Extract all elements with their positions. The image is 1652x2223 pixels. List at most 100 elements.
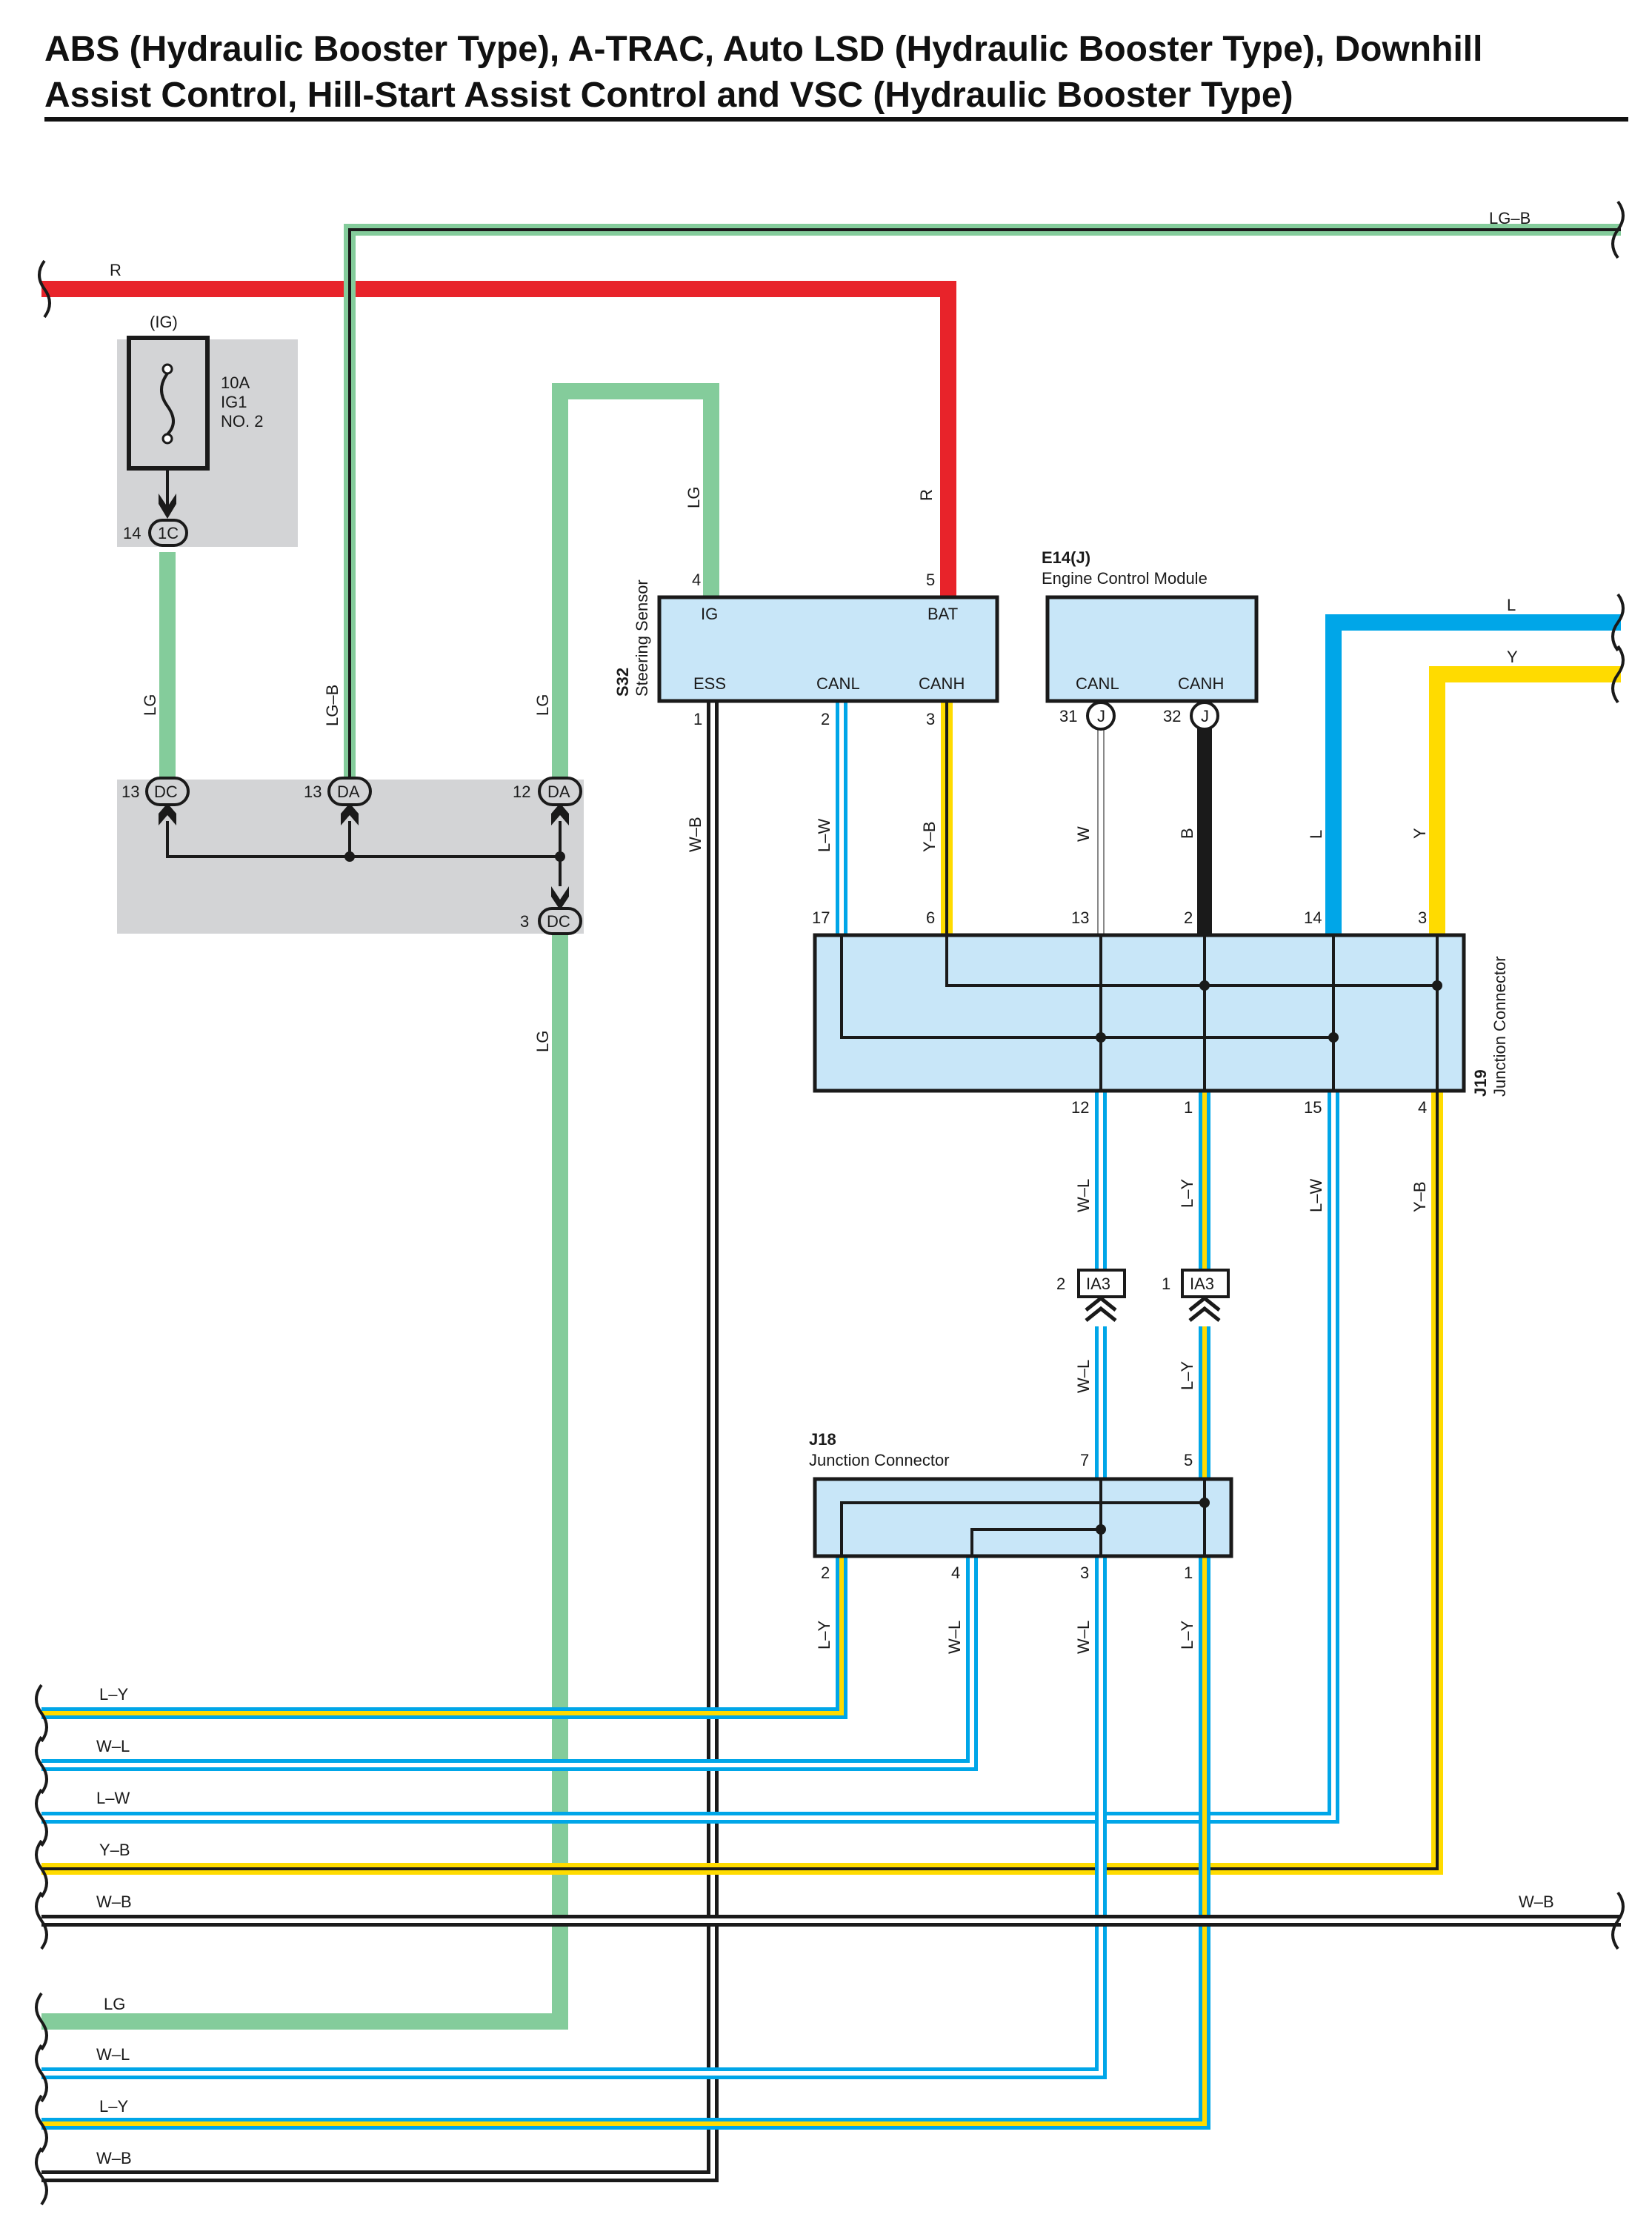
pin-bat-no: 5 [926, 571, 935, 589]
pin-ess-no: 1 [693, 710, 702, 728]
wire-label: Y [1410, 828, 1429, 839]
connector-da-1 [327, 777, 372, 825]
wire-label: LG [533, 694, 552, 716]
wire-w-l-j18-3 [41, 1556, 1107, 2079]
wire-label: L–Y [1178, 1361, 1196, 1390]
pin-ig: IG [701, 605, 718, 623]
connector-ia3-b-label: IA3 [1190, 1275, 1214, 1293]
connector-dc-out [538, 886, 582, 935]
j18-name: Junction Connector [809, 1451, 950, 1469]
connector-da-1-label: DA [337, 782, 360, 801]
fuse-ig1-no2 [127, 336, 210, 519]
wire-label: L–Y [1178, 1621, 1196, 1649]
fuse-name-line-1: IG1 [221, 393, 247, 411]
wire-label: LG [533, 1031, 552, 1052]
ecm-connector-j2-label: J [1201, 707, 1209, 725]
wire-w-l-j18-4 [41, 1556, 978, 1771]
j19-top-pin: 3 [1418, 908, 1427, 927]
wire-label: L–W [815, 819, 833, 852]
wire-label: Y–B [1410, 1181, 1429, 1212]
pin-canl-no: 2 [821, 710, 830, 728]
wire-label: Y–B [920, 821, 939, 852]
wire-l-w-15 [41, 1091, 1339, 1824]
connector-da-2-label: DA [547, 782, 570, 801]
connector-dc-in [145, 777, 190, 825]
j18-top-pin: 5 [1184, 1451, 1193, 1469]
wire-label: LG–B [323, 685, 342, 726]
ecm-name: Engine Control Module [1042, 569, 1208, 588]
header-rule [44, 117, 1628, 122]
ecm-pin-canh-no: 32 [1163, 707, 1181, 725]
connector-1c-label: 1C [158, 524, 179, 542]
j19-top-pin: 14 [1304, 908, 1322, 927]
connector-dc-out-pin: 3 [520, 912, 529, 931]
wire-label: W–L [1074, 1621, 1093, 1654]
j19-bottom-pin: 12 [1071, 1098, 1089, 1117]
connector-da-2-pin: 12 [513, 782, 530, 801]
j19-code: J19 [1471, 1069, 1490, 1097]
ecm-pin-canh: CANH [1178, 674, 1224, 693]
connector-da-1-pin: 13 [304, 782, 322, 801]
junction-connector-j18 [813, 1477, 1233, 1558]
junction-connector-j19 [813, 933, 1466, 1093]
j19-internal-lines [840, 935, 1439, 1091]
wire-l-y-j18-1 [41, 1556, 1210, 2130]
wire-l-y-j18-2 [41, 1556, 847, 1719]
wire-label: W–B [686, 817, 705, 852]
j18-bottom-pin: 3 [1080, 1564, 1089, 1582]
j19-bottom-pin: 4 [1418, 1098, 1427, 1117]
wire-label: Y–B [99, 1841, 130, 1859]
wire-label: W–L [96, 1737, 130, 1755]
wire-label: LG [685, 487, 703, 508]
j18-code: J18 [809, 1430, 836, 1449]
ecm-connector-j2 [1190, 701, 1219, 731]
wire-lg-bus [41, 935, 568, 2030]
wire-label: W–L [1074, 1360, 1093, 1393]
wire-label: R [917, 489, 936, 501]
fuse-rating: 10A [221, 373, 250, 392]
j18-dots [1096, 1498, 1210, 1535]
wire-w-b-ess [41, 702, 719, 2182]
j18-bottom-pin: 1 [1184, 1564, 1193, 1582]
connector-dc-in-label: DC [154, 782, 178, 801]
wire-label: LG [104, 1995, 125, 2013]
wire-label: W [1074, 826, 1093, 842]
j19-top-pin: 6 [926, 908, 935, 927]
wire-label: W–B [1519, 1893, 1554, 1911]
ecm-code: E14(J) [1042, 548, 1090, 567]
wire-label: L–Y [1178, 1179, 1196, 1208]
pin-bat: BAT [927, 605, 958, 623]
connector-da-2 [538, 777, 582, 825]
engine-control-module [1045, 595, 1259, 703]
connector-dc-in-pin: 13 [121, 782, 139, 801]
connector-ia3-a-pin: 2 [1056, 1275, 1065, 1293]
steering-sensor-name: Steering Sensor [633, 579, 651, 697]
pin-canh-no: 3 [926, 710, 935, 728]
fuse-ig-label: (IG) [150, 313, 178, 331]
steering-sensor [657, 595, 999, 703]
j18-internal-lines [840, 1479, 1206, 1556]
break-marks [35, 200, 1625, 2206]
page-title-line-2: Assist Control, Hill-Start Assist Contro… [44, 76, 1293, 115]
steering-sensor-code: S32 [613, 668, 632, 697]
pin-ig-no: 4 [692, 571, 701, 589]
ecm-pin-canl-no: 31 [1059, 707, 1077, 725]
wire-label: W–L [1074, 1179, 1093, 1212]
j19-dots [1096, 980, 1442, 1043]
pin-ess: ESS [693, 674, 726, 693]
wire-label: W–L [945, 1621, 964, 1654]
j19-bottom-pin: 1 [1184, 1098, 1193, 1117]
wire-l [1325, 614, 1621, 935]
wire-label: Y [1507, 648, 1518, 666]
connector-ia3-a-label: IA3 [1086, 1275, 1110, 1293]
wire-y [1429, 666, 1621, 935]
wire-label: W–B [96, 1893, 132, 1911]
wire-label: LG [141, 694, 159, 716]
wire-lg-b [344, 224, 1621, 789]
j18-top-pin: 7 [1080, 1451, 1089, 1469]
connector-1c-pin: 14 [123, 524, 141, 542]
connector-ia3-b [1181, 1269, 1230, 1322]
wire-label: L–W [96, 1789, 130, 1807]
page-header: ABS (Hydraulic Booster Type), A-TRAC, Au… [44, 27, 1630, 119]
